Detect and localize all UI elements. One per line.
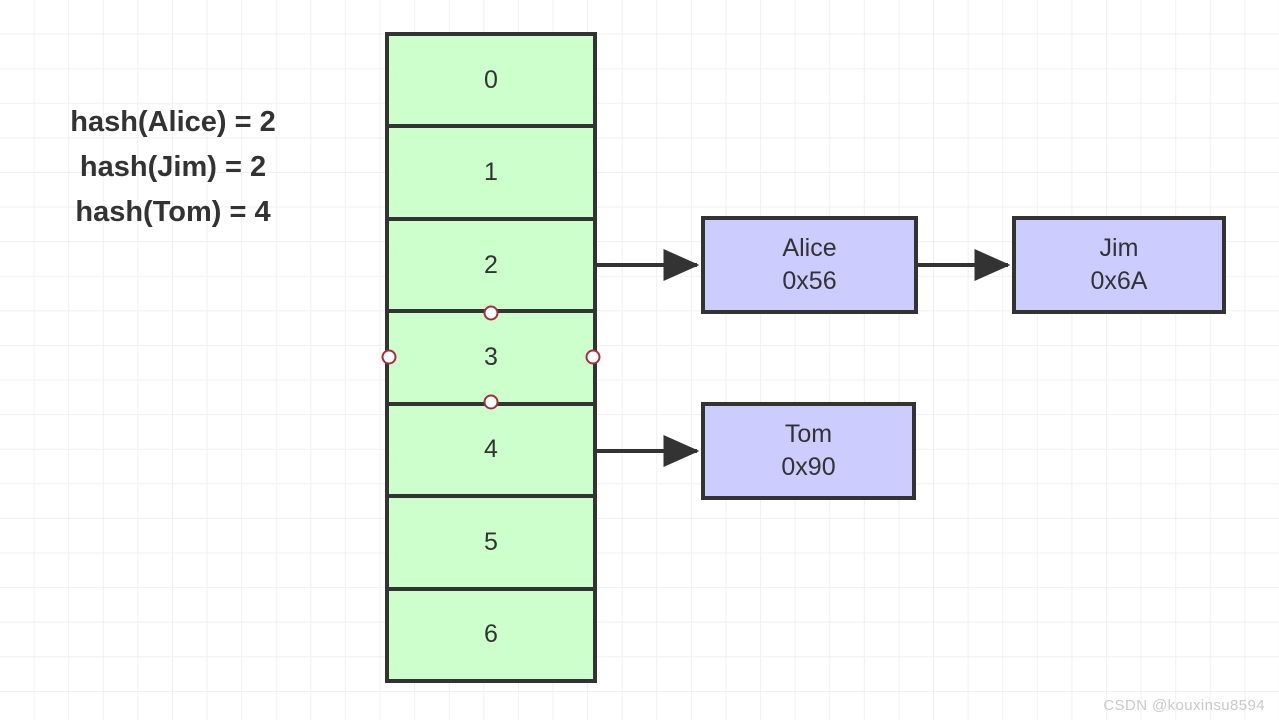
hash-bucket-array[interactable]: 0 1 2 3 4 5 6 xyxy=(381,32,601,683)
hash-slot-6[interactable]: 6 xyxy=(389,590,593,679)
node-tom-address: 0x90 xyxy=(781,453,836,481)
node-alice-name: Alice xyxy=(782,234,837,262)
hash-slot-4[interactable]: 4 xyxy=(389,405,593,499)
node-alice-address: 0x56 xyxy=(782,267,837,295)
hash-legend-line-jim: hash(Jim) = 2 xyxy=(79,151,267,183)
hash-slot-label: 4 xyxy=(484,435,498,464)
selection-handle-top[interactable] xyxy=(483,305,499,321)
hash-slot-label: 3 xyxy=(484,342,498,371)
hash-slot-label: 1 xyxy=(484,158,498,187)
node-tom[interactable]: Tom 0x90 xyxy=(701,402,916,500)
node-jim[interactable]: Jim 0x6A xyxy=(1012,216,1226,314)
node-tom-name: Tom xyxy=(784,420,833,448)
hash-legend-line-alice: hash(Alice) = 2 xyxy=(70,106,276,138)
hash-slot-1[interactable]: 1 xyxy=(389,128,593,221)
hash-legend: hash(Alice) = 2 hash(Jim) = 2 hash(Tom) … xyxy=(28,100,318,235)
hash-legend-line-tom: hash(Tom) = 4 xyxy=(75,196,271,228)
node-alice[interactable]: Alice 0x56 xyxy=(701,216,918,314)
hash-slot-5[interactable]: 5 xyxy=(389,498,593,591)
selection-handle-right[interactable] xyxy=(585,349,601,365)
hash-slot-3[interactable]: 3 xyxy=(381,305,601,410)
node-jim-address: 0x6A xyxy=(1090,267,1148,295)
hash-slot-0[interactable]: 0 xyxy=(389,36,593,129)
watermark: CSDN @kouxinsu8594 xyxy=(1103,697,1265,714)
selection-handle-bottom[interactable] xyxy=(483,394,499,410)
hash-slot-label: 2 xyxy=(484,250,498,279)
selection-handle-left[interactable] xyxy=(381,349,397,365)
hash-slot-label: 6 xyxy=(484,620,498,649)
node-jim-name: Jim xyxy=(1099,234,1139,262)
hash-slot-label: 0 xyxy=(484,65,498,94)
hash-slot-2[interactable]: 2 xyxy=(389,220,593,314)
hash-slot-label: 5 xyxy=(484,527,498,556)
